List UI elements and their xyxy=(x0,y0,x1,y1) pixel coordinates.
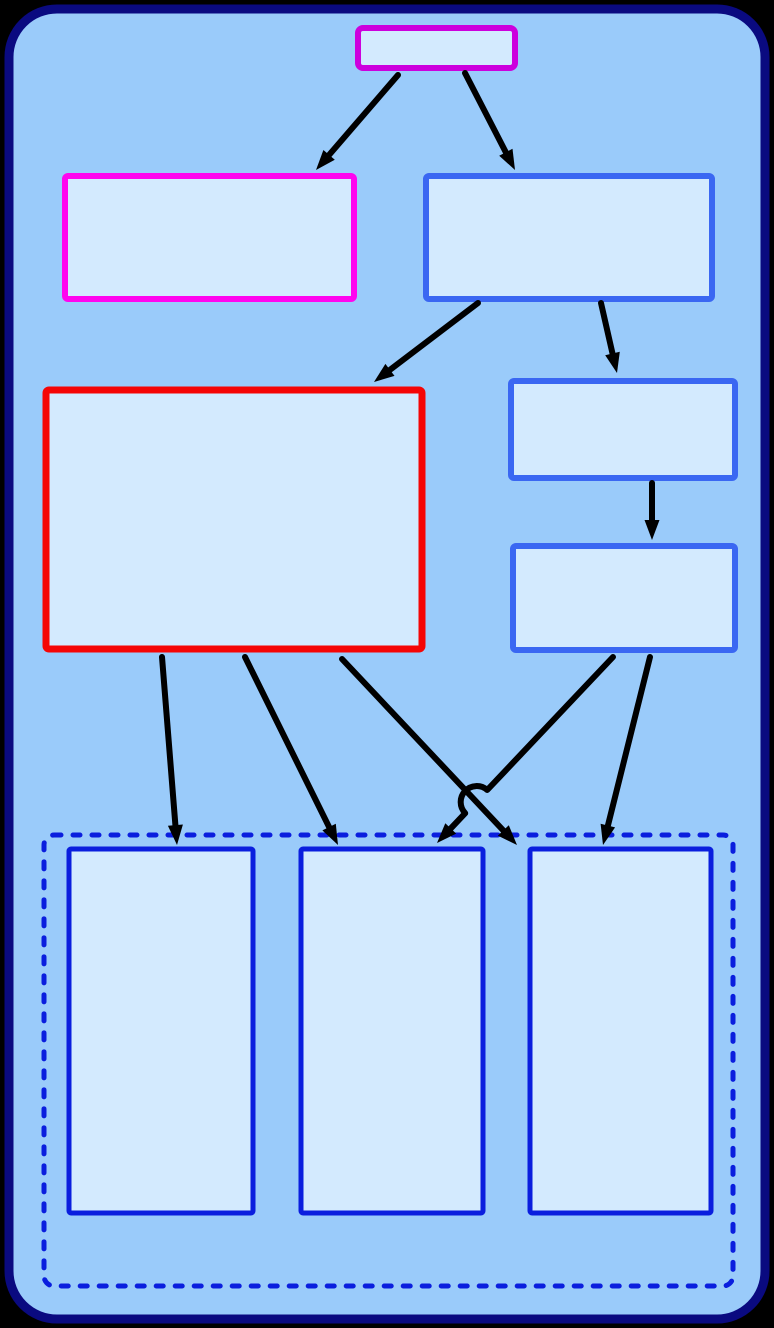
edge-branch-right-to-main-red xyxy=(374,300,481,382)
node-column-1 xyxy=(66,846,256,1216)
edge-shaft-with-hop xyxy=(447,654,616,832)
edge-root-to-branch-left xyxy=(316,72,401,170)
edge-shaft xyxy=(326,72,401,158)
edge-main-red-to-column-1 xyxy=(159,654,183,845)
node-right-lower xyxy=(510,543,738,653)
node-right-upper xyxy=(508,378,738,481)
edge-shaft xyxy=(462,70,509,156)
edge-shaft xyxy=(242,654,333,831)
edge-main-red-to-column-3 xyxy=(339,656,517,845)
edge-right-lower-to-column-3 xyxy=(600,654,653,845)
arrowhead-icon xyxy=(605,351,620,373)
arrowhead-icon xyxy=(437,823,457,843)
edge-root-to-branch-right xyxy=(462,70,515,170)
edge-right-upper-to-right-lower xyxy=(644,480,660,540)
node-column-3 xyxy=(527,846,714,1216)
edge-main-red-to-column-2 xyxy=(242,654,338,845)
edge-right-lower-to-column-2 xyxy=(437,654,616,843)
edge-shaft xyxy=(159,654,179,829)
edge-shaft xyxy=(386,300,481,373)
edge-shaft xyxy=(339,656,507,834)
arrowhead-icon xyxy=(374,363,395,382)
arrowhead-icon xyxy=(600,823,616,845)
arrowhead-icon xyxy=(644,520,660,540)
edge-branch-right-to-right-upper xyxy=(598,300,620,373)
edge-shaft xyxy=(598,300,616,357)
node-branch-left xyxy=(62,173,357,302)
cluster-dashed-container xyxy=(41,832,736,1289)
arrowhead-icon xyxy=(322,823,338,845)
arrowhead-icon xyxy=(167,824,183,845)
node-branch-right xyxy=(423,173,715,302)
arrowhead-icon xyxy=(316,150,335,170)
node-main-red xyxy=(42,386,426,653)
arrowhead-icon xyxy=(497,825,517,845)
edge-shaft xyxy=(604,654,653,829)
node-root xyxy=(355,25,518,71)
arrowhead-icon xyxy=(499,148,515,170)
node-column-2 xyxy=(298,846,486,1216)
